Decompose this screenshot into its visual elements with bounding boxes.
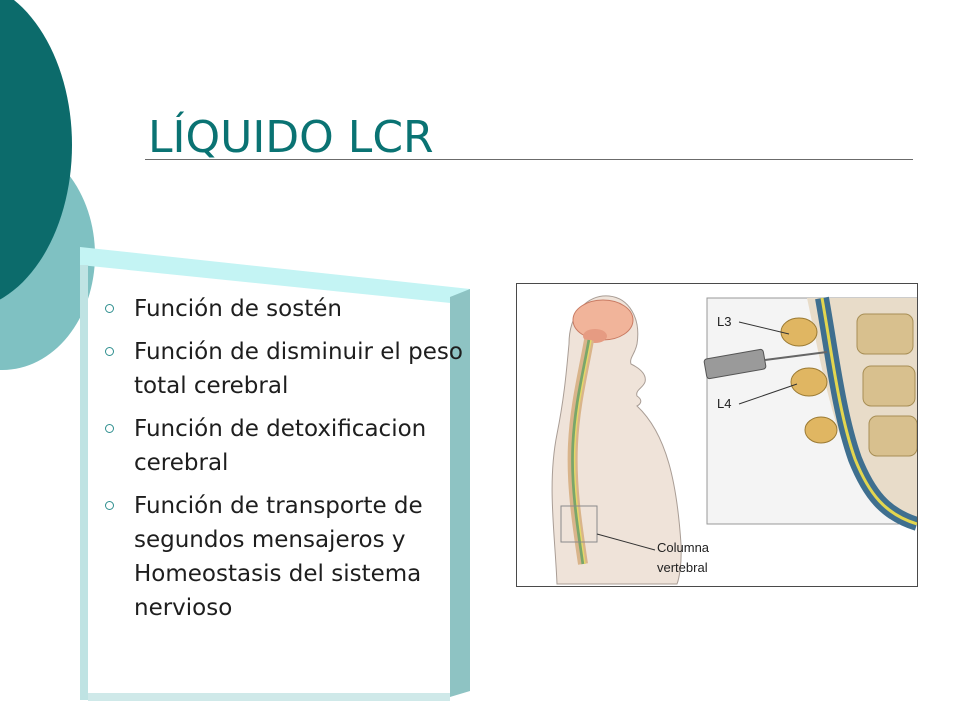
bullet-item: Función de transporte de segundos mensaj…	[100, 489, 465, 625]
bullet-text: Función de detoxificacion cerebral	[134, 416, 427, 476]
label-l4: L4	[717, 396, 732, 411]
spine-illustration-art	[551, 295, 917, 585]
bullet-item: Función de disminuir el peso total cereb…	[100, 335, 465, 403]
bullet-text: Función de disminuir el peso total cereb…	[134, 339, 463, 399]
spine-illustration: L3 L4 Columna vertebral	[516, 283, 918, 587]
circle-bullet-icon	[105, 347, 114, 356]
circle-bullet-icon	[105, 304, 114, 313]
bullet-text: Función de transporte de segundos mensaj…	[134, 493, 423, 621]
caption-line-2: vertebral	[657, 560, 708, 575]
caption-line-1: Columna	[657, 540, 710, 555]
bullet-item: Función de detoxificacion cerebral	[100, 412, 465, 480]
content-panel	[78, 245, 473, 705]
panel-frame	[80, 247, 470, 701]
slide-title: LÍQUIDO LCR	[148, 112, 434, 163]
circle-bullet-icon	[105, 424, 114, 433]
bullet-list: Función de sostén Función de disminuir e…	[100, 292, 465, 634]
title-underline	[145, 159, 913, 160]
label-l3: L3	[717, 314, 732, 329]
bullet-item: Función de sostén	[100, 292, 465, 326]
bullet-text: Función de sostén	[134, 296, 342, 322]
circle-bullet-icon	[105, 501, 114, 510]
